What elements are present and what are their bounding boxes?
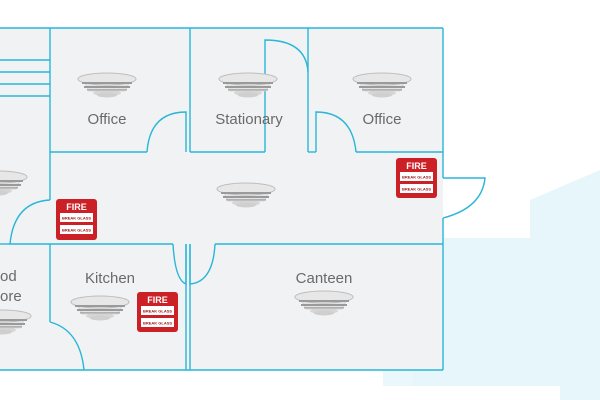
svg-text:BREAK GLASS: BREAK GLASS bbox=[62, 228, 91, 233]
room-label-stationary: Stationary bbox=[215, 111, 283, 128]
svg-text:BREAK GLASS: BREAK GLASS bbox=[143, 321, 172, 326]
room-label-canteen: Canteen bbox=[296, 270, 353, 287]
room-label-office-right: Office bbox=[363, 111, 402, 128]
svg-text:BREAK GLASS: BREAK GLASS bbox=[62, 216, 91, 221]
svg-text:FIRE: FIRE bbox=[66, 202, 87, 212]
room-label-food-store: ore bbox=[0, 288, 22, 305]
svg-text:BREAK GLASS: BREAK GLASS bbox=[143, 309, 172, 314]
fire-alarm-call-point-icon: FIRE BREAK GLASS BREAK GLASS bbox=[137, 292, 178, 332]
fire-alarm-call-point-icon: FIRE BREAK GLASS BREAK GLASS bbox=[396, 158, 437, 198]
svg-text:FIRE: FIRE bbox=[147, 295, 168, 305]
door-swing-icon bbox=[9, 39, 486, 371]
svg-text:FIRE: FIRE bbox=[406, 161, 427, 171]
fire-alarm-call-point-icon: FIRE BREAK GLASS BREAK GLASS bbox=[56, 199, 97, 240]
room-label-food-store: od bbox=[0, 268, 17, 285]
room-label-office-left: Office bbox=[88, 111, 127, 128]
svg-text:BREAK GLASS: BREAK GLASS bbox=[402, 187, 431, 192]
svg-text:BREAK GLASS: BREAK GLASS bbox=[402, 175, 431, 180]
room-label-kitchen: Kitchen bbox=[85, 270, 135, 287]
